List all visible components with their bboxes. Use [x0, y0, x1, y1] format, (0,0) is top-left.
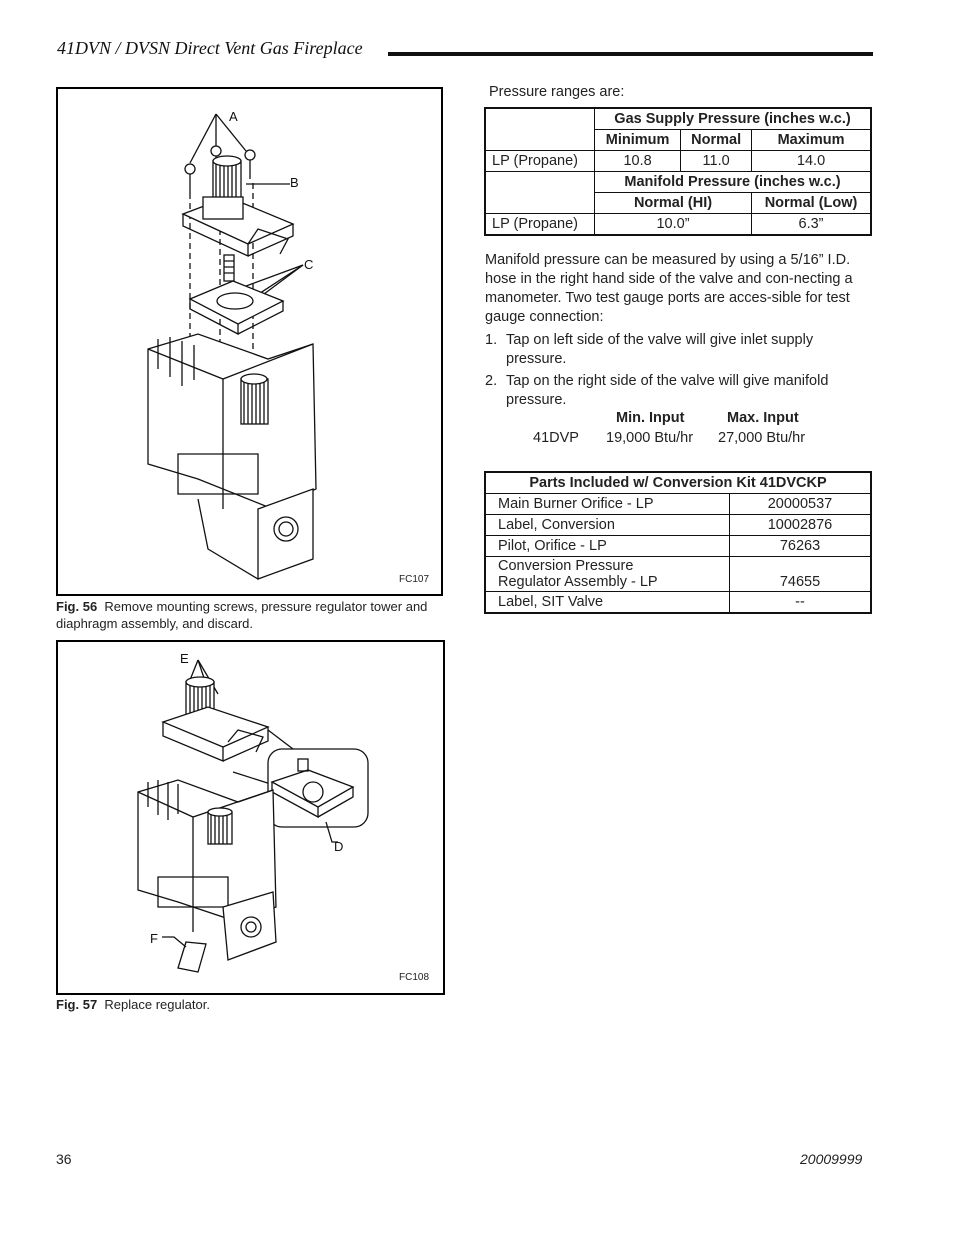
steps-list: 1. Tap on left side of the valve will gi…: [485, 331, 865, 410]
header-rule: [388, 52, 873, 56]
page-header-title: 41DVN / DVSN Direct Vent Gas Fireplace: [57, 38, 363, 58]
table-cell-empty: [484, 107, 595, 151]
model-label: 41DVP: [533, 430, 579, 446]
list-item: 2. Tap on the right side of the valve wi…: [485, 372, 865, 410]
value-normal-low: 6.3”: [751, 213, 872, 236]
part-number: 10002876: [729, 514, 872, 536]
part-number: 20000537: [729, 493, 872, 515]
figure-57-drawing: [137, 659, 369, 973]
step-text: Tap on the right side of the valve will …: [506, 373, 829, 408]
part-number: 76263: [729, 535, 872, 557]
max-input-label: Max. Input: [727, 410, 799, 426]
table-cell-empty: [484, 171, 595, 214]
parts-table: Parts Included w/ Conversion Kit 41DVCKP…: [484, 471, 872, 614]
intro-text: Pressure ranges are:: [489, 84, 625, 100]
table-row: Pilot, Orifice - LP 76263: [484, 535, 872, 557]
table-row: Main Burner Orifice - LP 20000537: [484, 493, 872, 515]
callout-b: B: [290, 175, 299, 190]
callout-f: F: [150, 931, 158, 946]
row-label: LP (Propane): [484, 213, 595, 236]
parts-table-title: Parts Included w/ Conversion Kit 41DVCKP: [484, 471, 872, 494]
document-number: 20009999: [800, 1151, 863, 1167]
table-row: Conversion Pressure Regulator Assembly -…: [484, 556, 872, 592]
caption-text: Replace regulator.: [104, 997, 210, 1012]
col-normal: Normal: [680, 129, 753, 151]
figure-code: FC107: [399, 574, 430, 585]
col-minimum: Minimum: [593, 129, 682, 151]
figure-56-drawing: [147, 113, 317, 580]
step-number: 2.: [485, 373, 498, 389]
callout-d: D: [334, 839, 344, 854]
figure-57-caption: Fig. 57 Replace regulator.: [56, 996, 441, 1013]
step-text: Tap on left side of the valve will give …: [506, 332, 814, 367]
part-name-line: Conversion Pressure: [498, 558, 634, 574]
col-normal-low: Normal (Low): [751, 192, 872, 214]
input-ratings: Min. Input Max. Input 41DVP 19,000 Btu/h…: [485, 409, 875, 449]
value-minimum: 10.8: [593, 150, 682, 172]
callout-a: A: [229, 109, 238, 124]
value-maximum: 14.0: [751, 150, 872, 172]
col-normal-hi: Normal (HI): [593, 192, 753, 214]
max-input-value: 27,000 Btu/hr: [718, 430, 806, 446]
part-name: Label, Conversion: [484, 514, 730, 536]
manifold-header: Manifold Pressure (inches w.c.): [594, 171, 872, 193]
figure-56: A B C FC107: [56, 87, 443, 596]
caption-label: Fig. 56: [56, 599, 98, 614]
callout-e: E: [180, 651, 189, 666]
step-number: 1.: [485, 332, 498, 348]
figure-57: E D F FC108: [56, 640, 445, 995]
col-maximum: Maximum: [751, 129, 872, 151]
min-input-value: 19,000 Btu/hr: [606, 430, 694, 446]
list-item: 1. Tap on left side of the valve will gi…: [485, 331, 865, 369]
part-number: 74655: [729, 556, 872, 592]
part-name: Main Burner Orifice - LP: [484, 493, 730, 515]
callout-c: C: [304, 257, 314, 272]
part-name-line: Regulator Assembly - LP: [498, 574, 658, 590]
caption-text: Remove mounting screws, pressure regulat…: [56, 599, 428, 631]
part-name: Pilot, Orifice - LP: [484, 535, 730, 557]
caption-label: Fig. 57: [56, 997, 98, 1012]
row-label: LP (Propane): [484, 150, 595, 172]
figure-code: FC108: [399, 972, 430, 983]
part-name: Label, SIT Valve: [484, 591, 730, 614]
page-number: 36: [56, 1151, 72, 1167]
value-normal: 11.0: [680, 150, 753, 172]
min-input-label: Min. Input: [616, 410, 685, 426]
value-normal-hi: 10.0”: [593, 213, 753, 236]
part-name: Conversion Pressure Regulator Assembly -…: [484, 556, 730, 592]
table-row: Label, SIT Valve --: [484, 591, 872, 614]
supply-header: Gas Supply Pressure (inches w.c.): [594, 107, 872, 130]
figure-56-caption: Fig. 56 Remove mounting screws, pressure…: [56, 598, 441, 632]
table-row: Label, Conversion 10002876: [484, 514, 872, 536]
part-number: --: [729, 591, 872, 614]
pressure-table: Gas Supply Pressure (inches w.c.) Minimu…: [484, 107, 872, 236]
manifold-paragraph: Manifold pressure can be measured by usi…: [485, 252, 853, 325]
